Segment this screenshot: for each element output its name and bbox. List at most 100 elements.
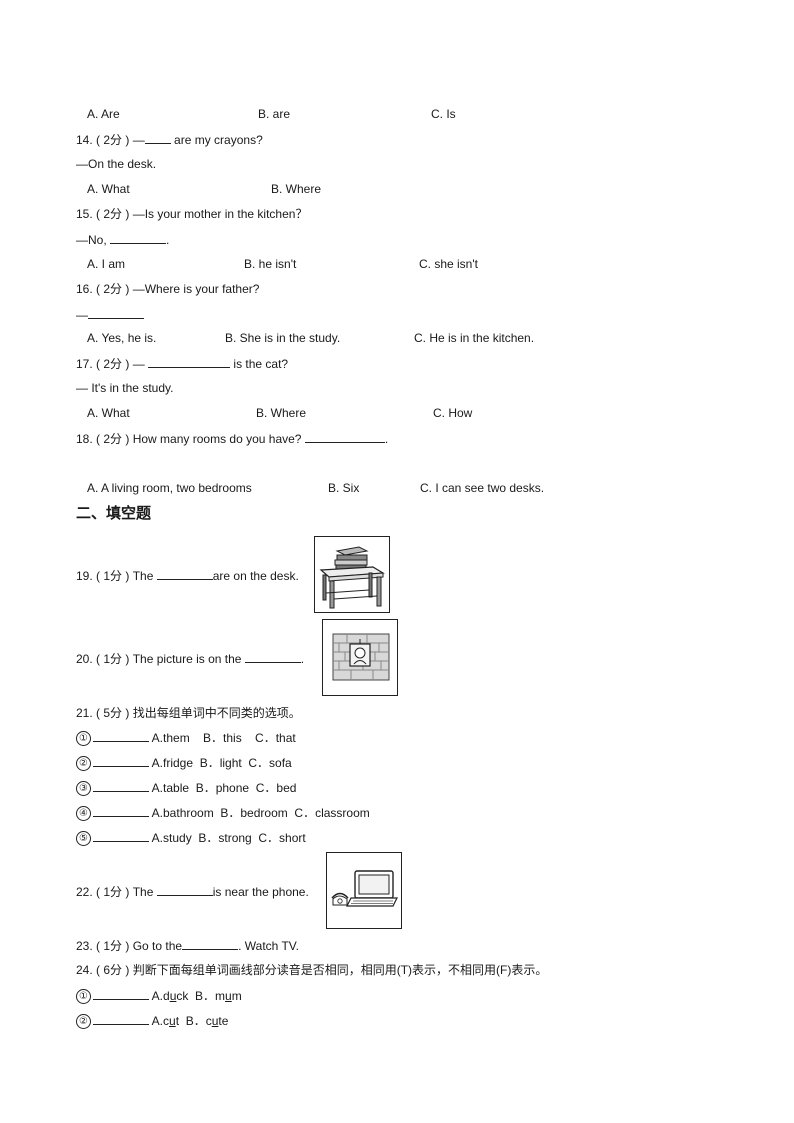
item-marker: ① xyxy=(76,989,91,1005)
question-22: 22. ( 1分 ) The is near the phone. xyxy=(76,883,309,900)
item-text: A.c xyxy=(149,1014,170,1028)
answer-blank[interactable] xyxy=(148,355,231,368)
answer-blank[interactable] xyxy=(93,754,149,767)
question-score: ( 1分 ) xyxy=(96,569,130,583)
question-stem: How many rooms do you have? xyxy=(132,432,305,446)
q21-item: ③ A.table B．phone C．bed xyxy=(76,779,297,797)
question-stem-post: is the cat? xyxy=(230,357,289,371)
question-number: 14. xyxy=(76,133,93,147)
underlined-letter: u xyxy=(225,989,232,1003)
item-text: te xyxy=(218,1014,229,1028)
question-17: 17. ( 2分 ) — is the cat? xyxy=(76,355,288,372)
question-number: 24. xyxy=(76,963,93,977)
item-marker: ② xyxy=(76,756,91,772)
answer-blank[interactable] xyxy=(93,1012,149,1025)
picture-on-wall-icon xyxy=(322,619,398,696)
answer-blank[interactable] xyxy=(182,937,239,950)
item-text: ck B．m xyxy=(176,989,226,1003)
q21-item: ⑤ A.study B．strong C．short xyxy=(76,829,306,847)
question-number: 15. xyxy=(76,207,93,221)
question-score: ( 2分 ) xyxy=(96,432,130,446)
question-21: 21. ( 5分 ) 找出每组单词中不同类的选项。 xyxy=(76,705,301,721)
item-marker: ② xyxy=(76,1014,91,1030)
item-text: A.table B．phone C．bed xyxy=(149,781,297,795)
answer-blank[interactable] xyxy=(93,829,149,842)
q17-option-a: A. What xyxy=(87,406,130,420)
section-heading: 二、填空题 xyxy=(76,504,152,522)
q16-option-c: C. He is in the kitchen. xyxy=(414,331,535,345)
answer-blank[interactable] xyxy=(244,650,301,663)
q15-option-a: A. I am xyxy=(87,257,126,271)
item-text: A.bathroom B．bedroom C．classroom xyxy=(149,806,370,820)
item-marker: ④ xyxy=(76,806,91,822)
answer-blank[interactable] xyxy=(88,306,144,319)
q15-dialogue-answer: —No, . xyxy=(76,231,169,248)
underlined-letter: u xyxy=(169,989,177,1003)
answer-blank[interactable] xyxy=(156,567,213,580)
question-20: 20. ( 1分 ) The picture is on the . xyxy=(76,650,304,667)
q14-option-b: B. Where xyxy=(271,182,322,196)
question-stem-post: . xyxy=(384,432,389,446)
question-number: 17. xyxy=(76,357,93,371)
question-number: 20. xyxy=(76,652,93,666)
q15-option-b: B. he isn't xyxy=(244,257,297,271)
question-number: 21. xyxy=(76,706,93,720)
item-marker: ⑤ xyxy=(76,831,91,847)
answer-blank[interactable] xyxy=(93,779,149,792)
answer-blank[interactable] xyxy=(93,729,149,742)
q13-option-b: B. are xyxy=(258,107,291,121)
q14-option-a: A. What xyxy=(87,182,130,196)
question-score: ( 2分 ) xyxy=(96,133,130,147)
q15-option-c: C. she isn't xyxy=(419,257,478,271)
question-stem-pre: The xyxy=(132,885,157,899)
question-score: ( 2分 ) xyxy=(96,207,130,221)
question-stem: 找出每组单词中不同类的选项。 xyxy=(132,706,301,720)
question-number: 23. xyxy=(76,939,93,953)
phone-and-laptop-icon xyxy=(326,852,402,929)
question-stem-post: . Watch TV. xyxy=(238,939,300,953)
q21-item: ④ A.bathroom B．bedroom C．classroom xyxy=(76,804,370,822)
answer-blank[interactable] xyxy=(156,883,213,896)
question-stem-post: are on the desk. xyxy=(212,569,299,583)
q13-option-c: C. Is xyxy=(431,107,456,121)
q16-option-a: A. Yes, he is. xyxy=(87,331,157,345)
item-text: A.d xyxy=(149,989,170,1003)
answer-pre: — xyxy=(76,308,88,322)
q18-option-a: A. A living room, two bedrooms xyxy=(87,481,252,495)
answer-blank[interactable] xyxy=(304,430,385,443)
question-number: 22. xyxy=(76,885,93,899)
question-stem-pre: The xyxy=(132,569,157,583)
question-23: 23. ( 1分 ) Go to the. Watch TV. xyxy=(76,937,299,954)
question-stem: —Where is your father? xyxy=(132,282,260,296)
question-number: 18. xyxy=(76,432,93,446)
question-score: ( 1分 ) xyxy=(96,885,130,899)
item-text: m xyxy=(231,989,242,1003)
question-score: ( 1分 ) xyxy=(96,652,130,666)
answer-blank[interactable] xyxy=(93,804,149,817)
item-text: A.fridge B．light C．sofa xyxy=(149,756,292,770)
q24-item: ② A.cut B．cute xyxy=(76,1012,229,1030)
q18-option-b: B. Six xyxy=(328,481,360,495)
q21-item: ① A.them B．this C．that xyxy=(76,729,296,747)
question-stem: 判断下面每组单词画线部分读音是否相同，相同用(T)表示，不相同用(F)表示。 xyxy=(132,963,548,977)
question-stem-pre: — xyxy=(132,357,149,371)
question-stem-pre: The picture is on the xyxy=(132,652,245,666)
item-marker: ① xyxy=(76,731,91,747)
question-score: ( 2分 ) xyxy=(96,357,130,371)
question-score: ( 5分 ) xyxy=(96,706,130,720)
question-stem-post: is near the phone. xyxy=(212,885,309,899)
item-text: t B．c xyxy=(175,1014,212,1028)
question-15: 15. ( 2分 ) —Is your mother in the kitche… xyxy=(76,206,307,222)
question-24: 24. ( 6分 ) 判断下面每组单词画线部分读音是否相同，相同用(T)表示，不… xyxy=(76,962,547,978)
answer-blank[interactable] xyxy=(144,131,171,144)
q16-dialogue-answer: — xyxy=(76,306,144,323)
question-score: ( 2分 ) xyxy=(96,282,130,296)
answer-blank[interactable] xyxy=(110,231,167,244)
q16-option-b: B. She is in the study. xyxy=(225,331,341,345)
answer-pre: —No, xyxy=(76,233,111,247)
underlined-letter: u xyxy=(211,1014,219,1028)
item-text: A.them B．this C．that xyxy=(149,731,296,745)
books-on-desk-icon xyxy=(314,536,390,613)
q17-dialogue-answer: — It's in the study. xyxy=(76,381,174,395)
answer-blank[interactable] xyxy=(93,987,149,1000)
